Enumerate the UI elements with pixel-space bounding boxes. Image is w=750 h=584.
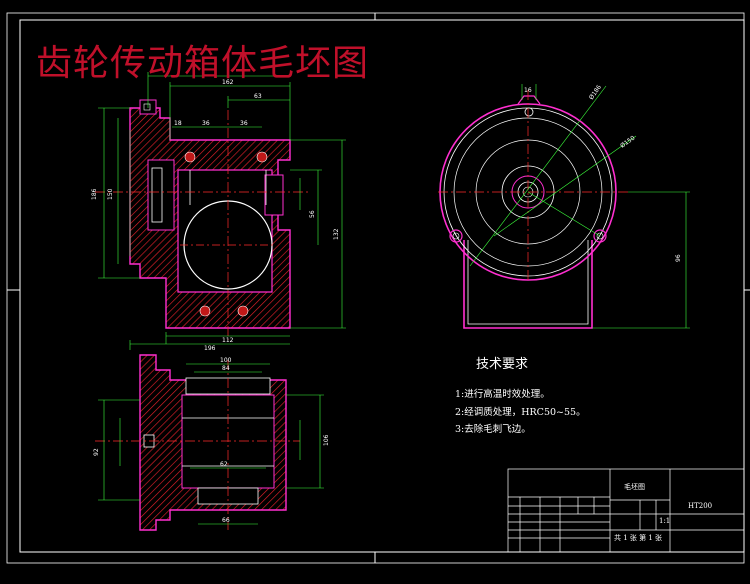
sheet-info: 共 1 张 第 1 张 [614, 534, 663, 542]
drawing-title: 齿轮传动箱体毛坯图 [36, 43, 370, 84]
front-view-dimensions [98, 72, 346, 350]
technical-requirement-item: 1:进行高温时效处理。 [455, 389, 550, 400]
technical-requirements-heading: 技术要求 [476, 357, 529, 372]
technical-requirement-item: 3:去除毛刺飞边。 [455, 424, 531, 435]
svg-text:56: 56 [309, 210, 316, 218]
svg-text:66: 66 [222, 517, 230, 524]
svg-text:196: 196 [204, 345, 216, 352]
svg-text:62: 62 [220, 461, 228, 468]
side-view [438, 90, 630, 329]
svg-text:84: 84 [222, 365, 230, 372]
svg-text:36: 36 [202, 120, 210, 127]
scale: 1:1 [659, 517, 671, 525]
side-view-dimensions [469, 84, 690, 329]
sheet-frame [6, 12, 750, 564]
title-block-grid [507, 468, 745, 553]
svg-text:Ø150: Ø150 [619, 135, 636, 150]
svg-text:36: 36 [240, 120, 248, 127]
svg-text:150: 150 [107, 188, 114, 200]
svg-text:106: 106 [323, 434, 330, 446]
svg-text:18: 18 [174, 120, 182, 127]
technical-requirement-item: 2:经调质处理，HRC50~55。 [455, 407, 586, 418]
svg-text:186: 186 [91, 188, 98, 200]
bottom-view-dimensions [98, 363, 324, 525]
svg-text:96: 96 [675, 254, 682, 262]
svg-text:162: 162 [222, 79, 234, 86]
svg-text:100: 100 [220, 357, 232, 364]
svg-text:63: 63 [254, 93, 262, 100]
svg-text:92: 92 [93, 448, 100, 456]
svg-text:16: 16 [524, 87, 532, 94]
svg-text:132: 132 [333, 228, 340, 240]
svg-text:112: 112 [222, 337, 234, 344]
front-section-view [95, 99, 310, 340]
svg-text:Ø186: Ø186 [588, 84, 603, 101]
material: HT200 [688, 502, 713, 510]
bottom-section-view [95, 354, 300, 531]
part-name: 毛坯图 [624, 483, 645, 491]
